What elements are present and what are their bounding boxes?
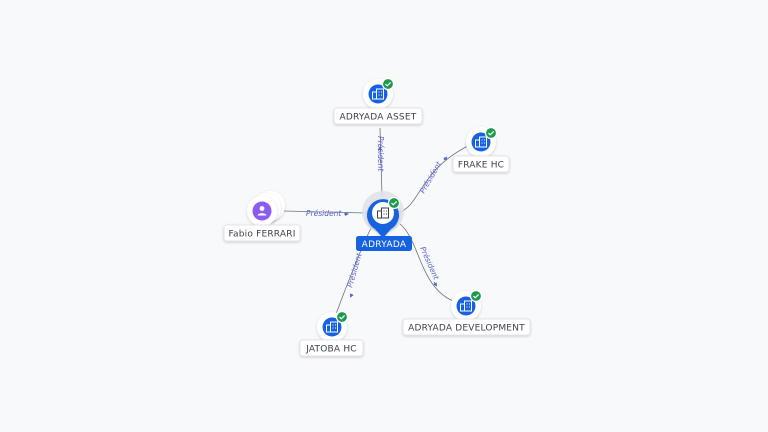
check-icon: [385, 81, 392, 87]
node-jatoba-hc[interactable]: JATOBA HC: [299, 310, 364, 357]
building-icon: [460, 300, 472, 312]
check-icon: [488, 130, 495, 136]
check-icon: [391, 200, 398, 206]
verified-badge: [469, 289, 483, 303]
node-label: ADRYADA DEVELOPMENT: [408, 324, 525, 334]
building-icon: [372, 88, 384, 100]
node-adryada-asset[interactable]: ADRYADA ASSET: [333, 77, 423, 125]
node-adryada-development[interactable]: ADRYADA DEVELOPMENT: [402, 289, 531, 336]
edge-label-jatoba: Président: [345, 251, 364, 288]
person-node-bg: [252, 201, 272, 221]
building-icon: [475, 136, 487, 148]
check-icon: [473, 293, 480, 299]
check-icon: [339, 314, 346, 320]
node-adryada-center[interactable]: ADRYADA: [356, 191, 412, 251]
edge-label-frake: Président: [418, 159, 444, 195]
verified-badge: [381, 77, 395, 91]
person-icon: [257, 206, 267, 216]
node-label: JATOBA HC: [305, 345, 357, 355]
edge-fabio[interactable]: Président: [283, 209, 367, 218]
verified-badge: [387, 196, 401, 210]
node-fabio-ferrari[interactable]: Fabio FERRARI: [223, 191, 301, 242]
center-label: ADRYADA: [362, 240, 407, 250]
building-icon: [326, 321, 338, 333]
node-label: Fabio FERRARI: [228, 230, 295, 240]
node-frake-hc[interactable]: FRAKE HC: [452, 126, 510, 173]
verified-badge: [484, 126, 498, 140]
center-label-box: [356, 236, 412, 251]
edge-label-asset: Président: [376, 136, 385, 172]
verified-badge: [335, 310, 349, 324]
edge-dev[interactable]: Président: [399, 223, 457, 303]
node-label: ADRYADA ASSET: [340, 113, 417, 123]
building-icon: [377, 207, 389, 219]
edge-asset[interactable]: Président: [376, 127, 385, 197]
edge-label-fabio: Président: [306, 209, 342, 218]
node-label: FRAKE HC: [458, 161, 504, 171]
